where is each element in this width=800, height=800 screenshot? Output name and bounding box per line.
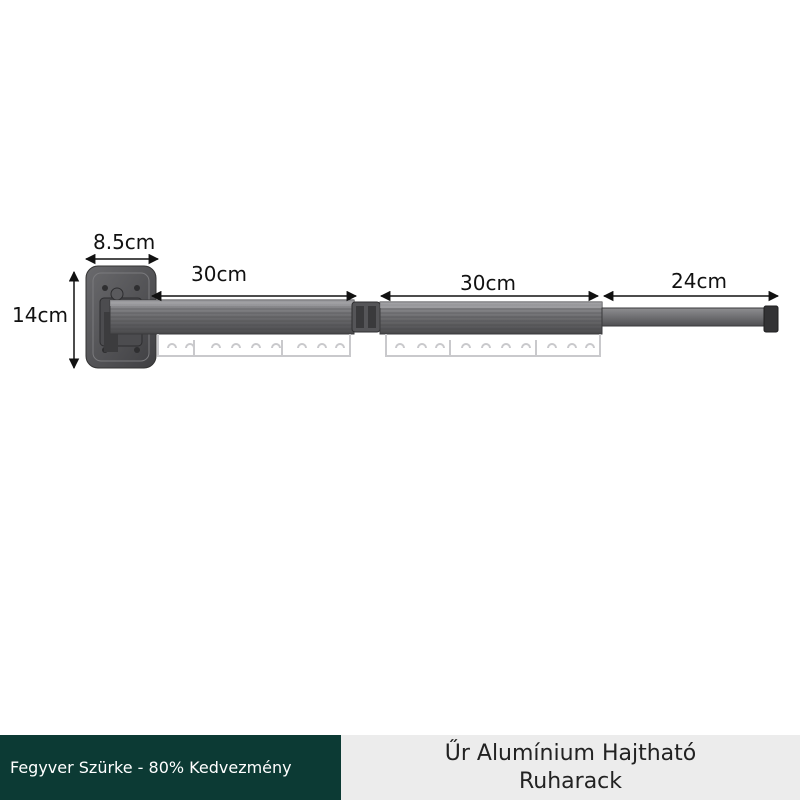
arm-segment-1 xyxy=(109,299,355,335)
hinge-joint xyxy=(351,301,381,333)
discount-badge-text: Fegyver Szürke - 80% Kedvezmény xyxy=(10,758,292,777)
product-title: Űr Alumínium Hajtható Ruharack xyxy=(341,735,800,800)
product-image: 8.5cm 14cm 30cm 30cm 24cm xyxy=(12,230,780,370)
drying-rack-illustration xyxy=(68,253,780,370)
arm-segment-1-label: 30cm xyxy=(191,262,247,286)
dimension-lines xyxy=(68,253,780,370)
base-height-label: 14cm xyxy=(12,303,68,327)
footer-banner: Fegyver Szürke - 80% Kedvezmény Űr Alumí… xyxy=(0,735,800,800)
product-title-line-2: Ruharack xyxy=(518,768,623,794)
hook-rail-1 xyxy=(157,334,351,357)
arm-segment-2 xyxy=(379,301,603,335)
discount-badge: Fegyver Szürke - 80% Kedvezmény xyxy=(0,735,341,800)
extension-rod xyxy=(601,305,779,333)
base-width-label: 8.5cm xyxy=(93,230,156,254)
product-title-line-1: Űr Alumínium Hajtható xyxy=(444,740,697,766)
arm-segment-2-label: 30cm xyxy=(460,271,516,295)
arm-extension-label: 24cm xyxy=(671,269,727,293)
hook-rail-2 xyxy=(385,334,601,357)
